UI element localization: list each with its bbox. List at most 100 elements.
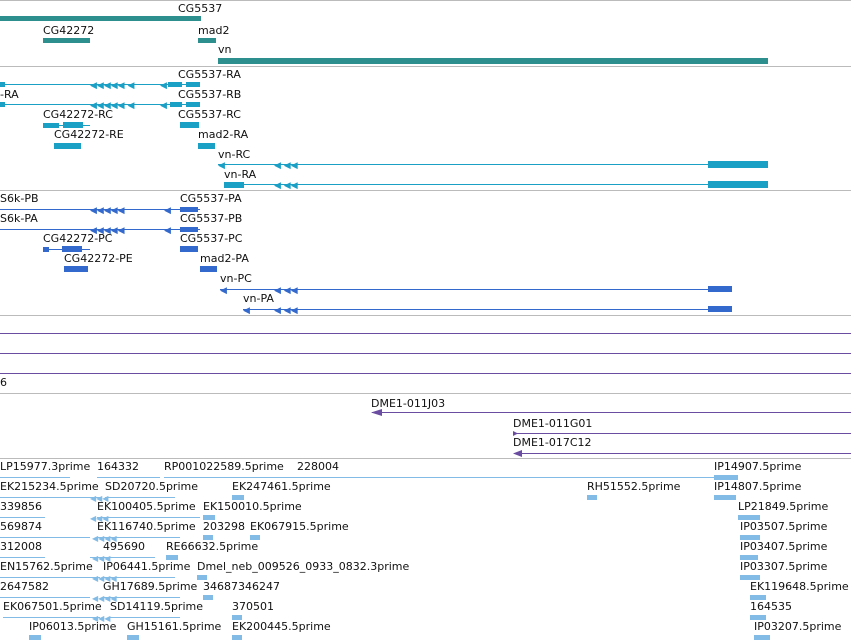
protein-label-vn-pa[interactable]: vn-PA — [243, 292, 274, 305]
est-label[interactable]: EK215234.5prime — [0, 480, 99, 493]
est-label[interactable]: 569874 — [0, 520, 42, 533]
transcript-label-cg42272-rc[interactable]: CG42272-RC — [43, 108, 113, 121]
est-feature[interactable] — [587, 495, 597, 500]
est-feature[interactable] — [754, 635, 770, 640]
protein-cg5537-pc[interactable] — [180, 246, 198, 252]
est-label[interactable]: EK067501.5prime — [3, 600, 102, 613]
protein-label-cg5537-pa[interactable]: CG5537-PA — [180, 192, 242, 205]
est-label[interactable]: EK150010.5prime — [203, 500, 302, 513]
est-label[interactable]: GH17689.5prime — [103, 580, 198, 593]
misc-label[interactable]: 6 — [0, 376, 7, 389]
protein-s6k-pa[interactable]: ◀◀◀◀◀ ◀ — [0, 226, 200, 236]
transcript-cg42272-re[interactable] — [54, 143, 81, 149]
est-feature[interactable] — [29, 635, 41, 640]
est-label[interactable]: LP21849.5prime — [738, 500, 829, 513]
clone-label-dme1-011g01[interactable]: DME1-011G01 — [513, 417, 592, 430]
est-feature[interactable] — [738, 515, 760, 520]
est-label[interactable]: EK200445.5prime — [232, 620, 331, 633]
est-label[interactable]: IP03307.5prime — [740, 560, 828, 573]
protein-label-cg42272-pc[interactable]: CG42272-PC — [43, 232, 113, 245]
transcript-cg5537-ra[interactable]: ◀◀◀◀◀ ◀ ◀ — [0, 81, 200, 91]
est-label[interactable]: SD14119.5prime — [110, 600, 203, 613]
transcript-label-vn-ra[interactable]: vn-RA — [224, 168, 257, 181]
transcript-label-cg5537-rb[interactable]: CG5537-RB — [178, 88, 241, 101]
est-label[interactable]: RE66632.5prime — [166, 540, 258, 553]
protein-vn-pa[interactable]: ◀ ◀ ◀◀ — [243, 306, 732, 316]
clone-dme1-017c12[interactable] — [513, 450, 851, 457]
est-label[interactable]: IP14907.5prime — [714, 460, 802, 473]
est-label[interactable]: EK247461.5prime — [232, 480, 331, 493]
est-feature[interactable] — [750, 595, 766, 600]
est-label[interactable]: IP14807.5prime — [714, 480, 802, 493]
est-feature[interactable] — [750, 615, 766, 620]
transcript-label-ra-clipped[interactable]: -RA — [0, 88, 19, 101]
est-label[interactable]: 203298 — [203, 520, 245, 533]
transcript-label-vn-rc[interactable]: vn-RC — [218, 148, 251, 161]
clone-label-dme1-017c12[interactable]: DME1-017C12 — [513, 436, 592, 449]
est-label[interactable]: 228004 — [297, 460, 339, 473]
est-label[interactable]: IP03507.5prime — [740, 520, 828, 533]
transcript-label-mad2-ra[interactable]: mad2-RA — [198, 128, 249, 141]
protein-mad2-pa[interactable] — [200, 266, 217, 272]
transcript-cg5537-rc[interactable] — [180, 122, 199, 128]
transcript-vn-rc[interactable]: ◀ ◀ ◀◀ — [218, 161, 768, 171]
est-label[interactable]: 34687346247 — [203, 580, 280, 593]
gene-label-vn[interactable]: vn — [218, 43, 232, 56]
transcript-mad2-ra[interactable] — [198, 143, 215, 149]
est-label[interactable]: EN15762.5prime — [0, 560, 93, 573]
est-feature[interactable] — [127, 635, 139, 640]
est-label[interactable]: 164332 — [97, 460, 139, 473]
est-label[interactable]: 495690 — [103, 540, 145, 553]
est-label[interactable]: RP001022589.5prime — [164, 460, 284, 473]
est-feature[interactable] — [166, 555, 178, 560]
protein-label-mad2-pa[interactable]: mad2-PA — [200, 252, 249, 265]
est-feature[interactable] — [740, 555, 758, 560]
gene-label-mad2[interactable]: mad2 — [198, 24, 229, 37]
protein-label-s6k-pb[interactable]: S6k-PB — [0, 192, 39, 205]
gene-feature-mad2[interactable] — [198, 38, 216, 43]
protein-label-cg5537-pb[interactable]: CG5537-PB — [180, 212, 242, 225]
est-feature[interactable] — [232, 495, 244, 500]
est-feature[interactable] — [203, 595, 213, 600]
protein-label-s6k-pa[interactable]: S6k-PA — [0, 212, 38, 225]
est-label[interactable]: LP15977.3prime — [0, 460, 91, 473]
transcript-vn-ra[interactable]: ◀ ◀◀ — [224, 181, 768, 191]
est-label[interactable]: 312008 — [0, 540, 42, 553]
transcript-label-cg42272-re[interactable]: CG42272-RE — [54, 128, 124, 141]
est-label[interactable]: GH15161.5prime — [127, 620, 222, 633]
clone-dme1-011j03[interactable] — [371, 409, 851, 416]
protein-s6k-pb[interactable]: ◀◀◀◀◀ ◀ — [0, 206, 200, 216]
clone-dme1-011g01[interactable] — [513, 431, 851, 436]
protein-label-cg5537-pc[interactable]: CG5537-PC — [180, 232, 243, 245]
est-label[interactable]: EK067915.5prime — [250, 520, 349, 533]
est-label[interactable]: Dmel_neb_009526_0933_0832.3prime — [197, 560, 409, 573]
est-label[interactable]: EK116740.5prime — [97, 520, 196, 533]
est-label[interactable]: RH51552.5prime — [587, 480, 681, 493]
est-label[interactable]: IP06013.5prime — [29, 620, 117, 633]
est-feature[interactable] — [197, 575, 207, 580]
est-label[interactable]: SD20720.5prime — [105, 480, 198, 493]
clone-label-dme1-011j03[interactable]: DME1-011J03 — [371, 397, 445, 410]
est-feature[interactable] — [740, 535, 760, 540]
est-feature[interactable] — [714, 475, 738, 480]
gene-feature-cg5537[interactable] — [0, 16, 201, 21]
est-feature[interactable] — [232, 635, 242, 640]
est-label[interactable]: 339856 — [0, 500, 42, 513]
transcript-label-cg5537-ra[interactable]: CG5537-RA — [178, 68, 241, 81]
est-feature[interactable] — [232, 615, 242, 620]
transcript-cg5537-rb[interactable]: ◀◀◀◀◀ ◀ ◀ — [0, 101, 200, 111]
transcript-label-cg5537-rc[interactable]: CG5537-RC — [178, 108, 241, 121]
gene-label-cg42272[interactable]: CG42272 — [43, 24, 94, 37]
protein-cg42272-pc[interactable] — [43, 246, 90, 252]
est-label[interactable]: 370501 — [232, 600, 274, 613]
gene-feature-vn[interactable] — [218, 58, 768, 64]
protein-label-vn-pc[interactable]: vn-PC — [220, 272, 252, 285]
est-feature[interactable] — [250, 535, 260, 540]
est-label[interactable]: IP03407.5prime — [740, 540, 828, 553]
est-feature[interactable] — [740, 575, 760, 580]
est-label[interactable]: 164535 — [750, 600, 792, 613]
est-label[interactable]: IP06441.5prime — [103, 560, 191, 573]
est-feature[interactable] — [203, 535, 213, 540]
est-label[interactable]: EK100405.5prime — [97, 500, 196, 513]
gene-label-cg5537[interactable]: CG5537 — [178, 2, 222, 15]
